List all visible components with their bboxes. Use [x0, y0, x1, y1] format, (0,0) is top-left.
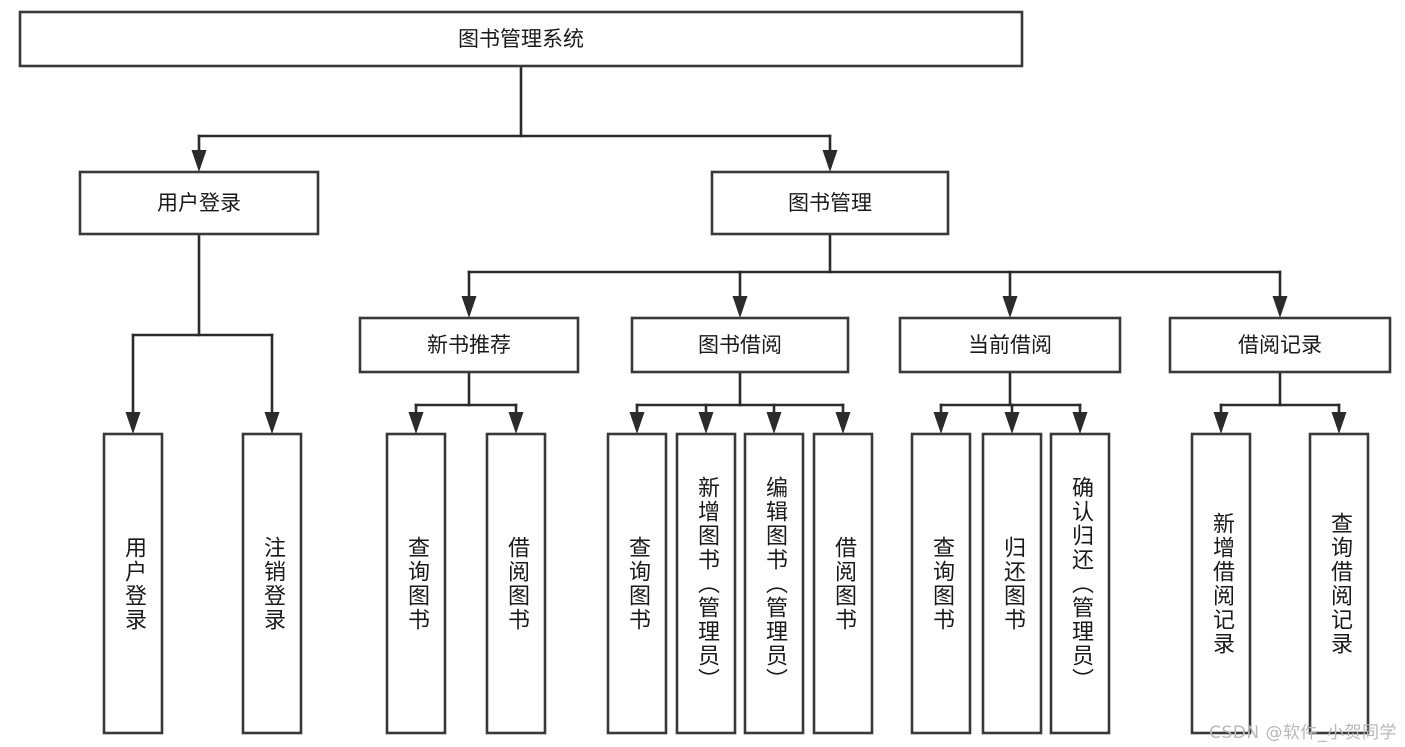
- arrow-head-icon: [732, 296, 748, 318]
- arrow-head-icon: [264, 412, 280, 434]
- node-book-manage-label: 图书管理: [788, 191, 872, 215]
- node-leaf-user-login[interactable]: [102, 432, 164, 735]
- node-leaf-record-add[interactable]: [1190, 432, 1252, 735]
- connector-layer: [125, 64, 1347, 434]
- node-current-borrow[interactable]: 当前借阅: [898, 316, 1122, 374]
- node-user-login[interactable]: 用户登录: [78, 170, 320, 236]
- arrow-head-icon: [1004, 412, 1020, 434]
- arrow-head-icon: [835, 412, 851, 434]
- arrow-head-icon: [508, 412, 524, 434]
- node-user-login-label: 用户登录: [157, 191, 241, 215]
- node-root-label: 图书管理系统: [458, 27, 584, 51]
- arrow-head-icon: [1331, 412, 1347, 434]
- arrow-head-icon: [933, 412, 949, 434]
- node-book-borrow[interactable]: 图书借阅: [630, 316, 850, 374]
- node-borrow-record[interactable]: 借阅记录: [1168, 316, 1392, 374]
- connector-current-borrow: [933, 370, 1088, 434]
- arrow-head-icon: [1072, 412, 1088, 434]
- node-root[interactable]: 图书管理系统: [18, 10, 1024, 68]
- node-leaf-recommend-query-book[interactable]: [385, 432, 447, 735]
- arrow-head-icon: [191, 150, 207, 172]
- node-leaf-current-confirm-return[interactable]: [1049, 432, 1111, 735]
- arrow-head-icon: [1213, 412, 1229, 434]
- node-borrow-record-label: 借阅记录: [1238, 333, 1322, 357]
- node-book-borrow-label: 图书借阅: [698, 333, 782, 357]
- node-leaf-borrow-add-book[interactable]: [675, 432, 737, 735]
- node-new-book-recommend-label: 新书推荐: [427, 333, 511, 357]
- node-leaf-current-return-book[interactable]: [981, 432, 1043, 735]
- arrow-head-icon: [408, 412, 424, 434]
- connector-root: [191, 64, 838, 172]
- node-leaf-user-logout[interactable]: [241, 432, 303, 735]
- node-leaf-borrow-query-book[interactable]: [606, 432, 668, 735]
- node-leaf-current-query-book[interactable]: [910, 432, 972, 735]
- arrow-head-icon: [125, 412, 141, 434]
- node-new-book-recommend[interactable]: 新书推荐: [358, 316, 580, 374]
- arrow-head-icon: [766, 412, 782, 434]
- arrow-head-icon: [822, 150, 838, 172]
- connector-book-borrow: [629, 370, 851, 434]
- watermark-text: CSDN @软件_小贺同学: [1209, 723, 1397, 743]
- node-current-borrow-label: 当前借阅: [968, 333, 1052, 357]
- node-book-manage[interactable]: 图书管理: [710, 170, 950, 236]
- arrow-head-icon: [461, 296, 477, 318]
- arrow-head-icon: [629, 412, 645, 434]
- node-leaf-record-query[interactable]: [1308, 432, 1370, 735]
- node-leaf-recommend-borrow-book[interactable]: [485, 432, 547, 735]
- connector-book-manage: [461, 232, 1288, 318]
- node-leaf-borrow-borrow-book[interactable]: [812, 432, 874, 735]
- node-leaf-borrow-edit-book[interactable]: [743, 432, 805, 735]
- connector-new-book-recommend: [408, 370, 524, 434]
- arrow-head-icon: [698, 412, 714, 434]
- connector-borrow-record: [1213, 370, 1347, 434]
- arrow-head-icon: [1272, 296, 1288, 318]
- arrow-head-icon: [1002, 296, 1018, 318]
- connector-user-login: [125, 232, 280, 434]
